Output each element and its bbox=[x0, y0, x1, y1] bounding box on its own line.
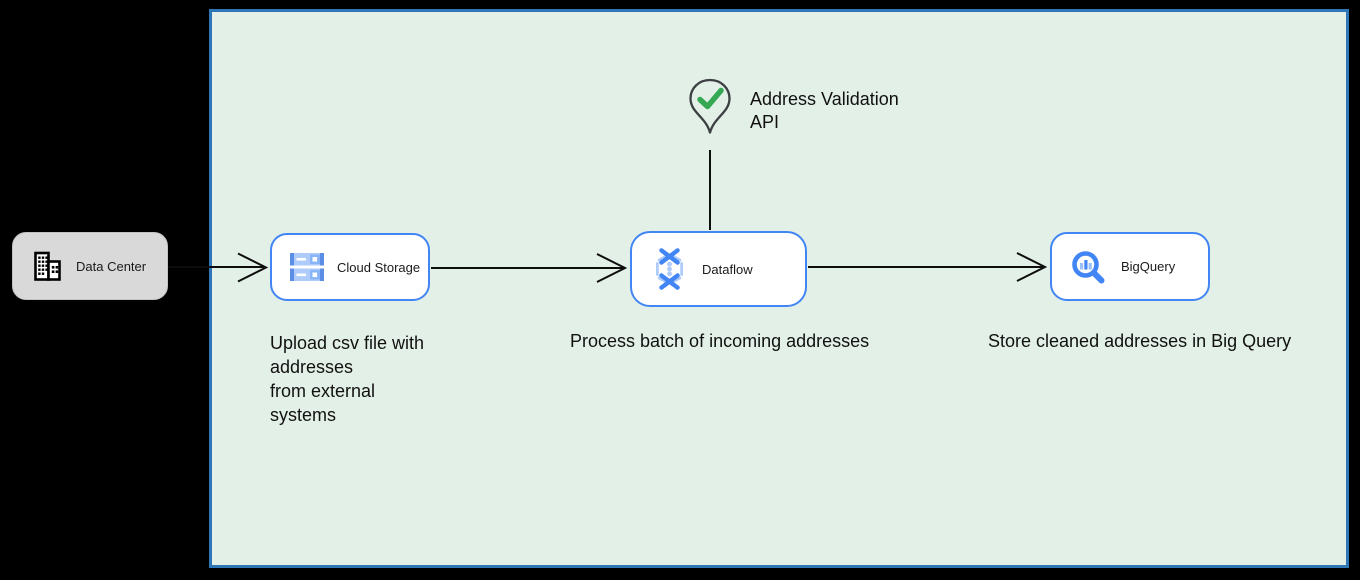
dataflow-caption: Process batch of incoming addresses bbox=[570, 331, 870, 351]
node-dataflow[interactable]: Dataflow bbox=[630, 231, 807, 307]
bigquery-icon bbox=[1070, 249, 1106, 285]
cloud-storage-icon bbox=[290, 252, 324, 282]
node-data-center[interactable]: Data Center bbox=[12, 232, 168, 300]
cloud-storage-caption: Upload csv file with addresses from exte… bbox=[270, 333, 425, 425]
bigquery-caption: Store cleaned addresses in Big Query bbox=[988, 331, 1292, 351]
address-validation-pin[interactable] bbox=[687, 78, 733, 138]
node-bigquery-label: BigQuery bbox=[1121, 259, 1176, 274]
node-cloud-storage-label: Cloud Storage bbox=[337, 259, 421, 275]
node-dataflow-label: Dataflow bbox=[702, 261, 753, 277]
node-bigquery[interactable]: BigQuery bbox=[1050, 232, 1210, 301]
building-icon bbox=[31, 250, 64, 283]
map-pin-check-icon bbox=[687, 78, 733, 142]
address-validation-label: Address Validation API bbox=[750, 89, 899, 132]
dataflow-icon bbox=[650, 248, 689, 290]
node-data-center-label: Data Center bbox=[76, 258, 147, 274]
node-cloud-storage[interactable]: Cloud Storage bbox=[270, 233, 430, 301]
